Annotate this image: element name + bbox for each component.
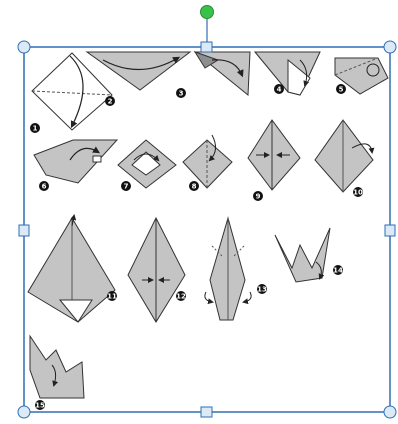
step-badge: 8 [189, 181, 199, 191]
step-3-diagram [195, 52, 250, 95]
resize-handle-left[interactable] [19, 225, 29, 236]
svg-text:11: 11 [107, 293, 117, 301]
step-badge: 7 [121, 181, 131, 191]
svg-text:5: 5 [339, 86, 344, 94]
svg-text:8: 8 [192, 183, 197, 191]
step-badge: 13 [257, 284, 267, 294]
step-badge: 6 [39, 181, 49, 191]
step-badge: 9 [253, 191, 263, 201]
step-badge: 11 [107, 291, 117, 301]
step-1-diagram [32, 53, 112, 130]
resize-handle-top[interactable] [201, 42, 212, 52]
resize-handle-right[interactable] [385, 225, 395, 236]
step-10-diagram [315, 120, 373, 192]
step-4-diagram [255, 52, 320, 95]
svg-text:14: 14 [333, 267, 343, 275]
svg-text:1: 1 [33, 125, 38, 133]
svg-text:10: 10 [353, 189, 363, 197]
step-15-diagram [30, 336, 84, 398]
step-badge: 2 [105, 96, 115, 106]
step-badge: 15 [35, 400, 45, 410]
step-8-diagram [183, 135, 232, 188]
svg-text:7: 7 [124, 183, 129, 191]
step-7-diagram [118, 140, 176, 188]
step-badge: 12 [176, 291, 186, 301]
step-badge: 10 [353, 187, 363, 197]
resize-handle-bottom-right[interactable] [384, 406, 396, 418]
svg-text:9: 9 [256, 193, 261, 201]
step-badge: 1 [30, 123, 40, 133]
step-6-diagram [34, 140, 117, 183]
svg-text:2: 2 [108, 98, 113, 106]
step-badge: 3 [176, 88, 186, 98]
resize-handle-top-left[interactable] [18, 41, 30, 53]
svg-text:13: 13 [257, 286, 267, 294]
svg-text:6: 6 [42, 183, 47, 191]
step-11-diagram [28, 216, 115, 322]
step-14-diagram [275, 228, 330, 282]
resize-handle-bottom-left[interactable] [18, 406, 30, 418]
svg-text:4: 4 [277, 86, 282, 94]
rotate-handle-icon[interactable] [201, 6, 214, 19]
step-9-diagram [248, 120, 300, 190]
step-badge: 5 [336, 84, 346, 94]
step-12-diagram [128, 218, 185, 322]
svg-text:15: 15 [35, 402, 45, 410]
step-badge: 14 [333, 265, 343, 275]
step-13-diagram [205, 218, 251, 320]
svg-text:3: 3 [179, 90, 184, 98]
resize-handle-bottom[interactable] [201, 407, 212, 417]
svg-text:12: 12 [176, 293, 186, 301]
resize-handle-top-right[interactable] [384, 41, 396, 53]
step-badge: 4 [274, 84, 284, 94]
